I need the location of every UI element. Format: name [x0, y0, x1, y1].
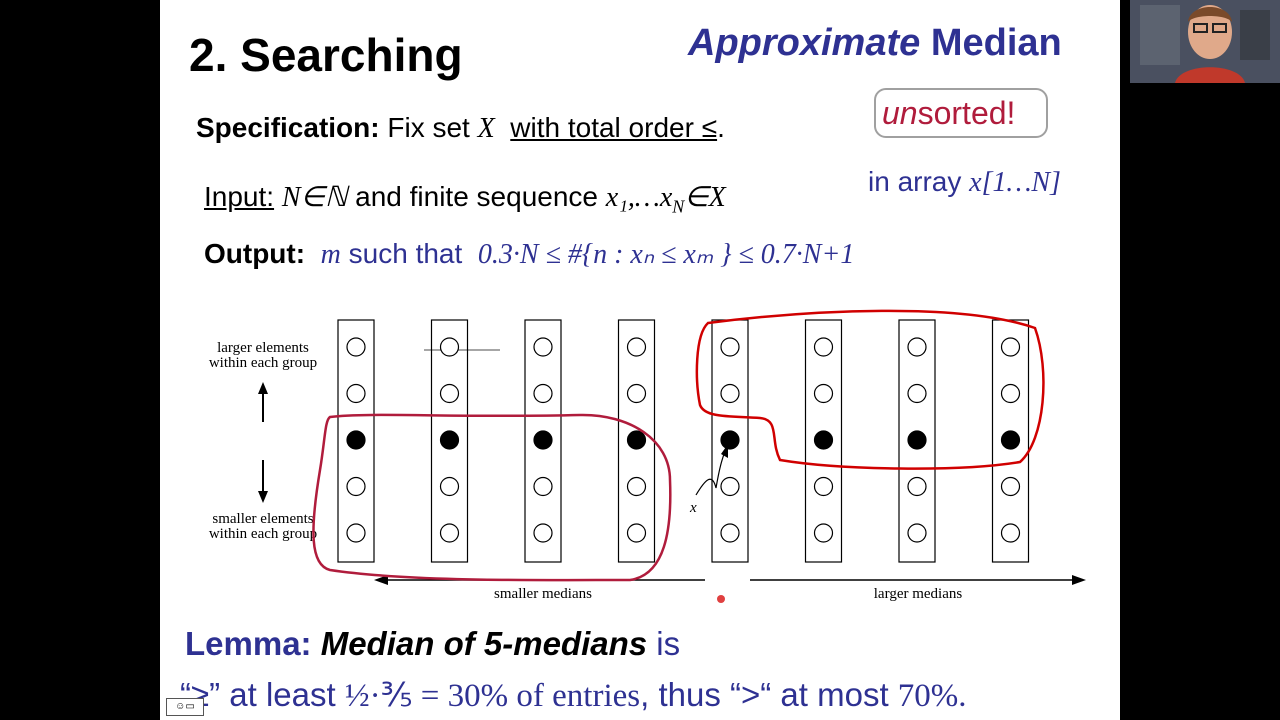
group-element: [813, 476, 834, 497]
group-element: [346, 337, 366, 357]
median-element: [813, 430, 834, 450]
group-element: [1000, 337, 1021, 357]
slide-subtitle: Approximate Median: [688, 22, 1062, 64]
median-element: [1000, 430, 1021, 450]
group-element: [533, 337, 553, 357]
group-element: [439, 383, 460, 404]
group-element: [346, 523, 366, 543]
label-larger-2: within each group: [209, 355, 317, 371]
group-element: [533, 476, 553, 497]
presenter-logo: ☺▭: [166, 698, 204, 716]
group-element: [1000, 383, 1021, 404]
output-line: Output: m such that 0.3·N ≤ #{n : xₙ ≤ x…: [204, 238, 855, 270]
median-element: [720, 430, 740, 450]
group-element: [346, 383, 366, 404]
upper-region-outline: [695, 309, 1045, 470]
group-element: [907, 523, 927, 543]
group-element: [346, 476, 366, 497]
label-larger-medians: larger medians: [874, 586, 963, 602]
group-element: [813, 337, 834, 357]
group-element: [907, 383, 927, 404]
group-column: [524, 319, 562, 563]
x-pointer: [695, 447, 727, 496]
specification-line: Specification: Fix set X with total orde…: [196, 112, 725, 144]
label-smaller-1: smaller elements: [212, 511, 313, 527]
group-element: [626, 337, 647, 357]
group-element: [439, 523, 460, 543]
median-element: [533, 430, 553, 450]
group-column: [898, 319, 936, 563]
array-note: in array x[1…N]: [868, 166, 1061, 198]
group-element: [907, 476, 927, 497]
down-arrow-head: [258, 491, 268, 503]
webcam-feed: [1130, 0, 1280, 83]
group-element: [533, 383, 553, 404]
group-element: [813, 383, 834, 404]
group-columns: [337, 319, 1030, 563]
group-column: [804, 319, 843, 563]
group-element: [626, 523, 647, 543]
group-element: [533, 523, 553, 543]
group-element: [1000, 523, 1021, 543]
median-element: [439, 430, 460, 450]
group-element: [626, 476, 647, 497]
group-element: [439, 337, 460, 357]
group-element: [626, 383, 647, 404]
median-element: [907, 430, 927, 450]
group-element: [720, 476, 740, 497]
label-smaller-2: within each group: [209, 526, 317, 542]
input-line: Input: N∈ℕ and finite sequence x₁,…xN∈X: [204, 181, 726, 217]
slide-title: 2. Searching: [189, 29, 463, 81]
median-element: [346, 430, 366, 450]
group-element: [720, 337, 740, 357]
group-element: [439, 476, 460, 497]
group-element: [1000, 476, 1021, 497]
callout-text: unsorted!: [882, 95, 1016, 131]
label-smaller-medians: smaller medians: [494, 586, 592, 602]
pointer-marker: [717, 595, 725, 603]
group-element: [813, 523, 834, 543]
up-arrow-head: [258, 382, 268, 394]
label-x: x: [689, 500, 697, 516]
group-column: [430, 319, 469, 563]
group-column: [337, 319, 375, 563]
group-element: [907, 337, 927, 357]
median-of-medians-diagram: larger elements within each group smalle…: [209, 309, 1086, 603]
lemma-line: Lemma: Median of 5-medians is: [185, 625, 681, 662]
group-element: [720, 383, 740, 404]
lemma-conclusion: “≥” at least ½·⅗ = 30% of entries, thus …: [180, 676, 967, 714]
group-element: [720, 523, 740, 543]
label-larger-1: larger elements: [217, 340, 309, 356]
callout-bubble: [874, 88, 1048, 138]
slide: 2. Searching Approximate Median Specific…: [160, 0, 1120, 720]
median-element: [626, 430, 647, 450]
lower-region-outline: [312, 413, 672, 582]
